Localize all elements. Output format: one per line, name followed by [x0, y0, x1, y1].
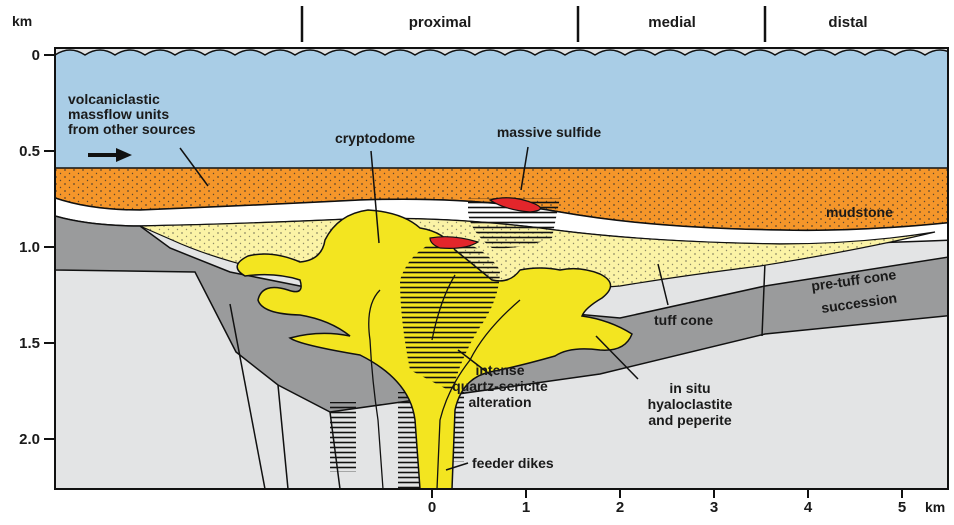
label-hyaloclastite: in situ: [669, 380, 710, 396]
label-volcaniclastic: from other sources: [68, 121, 196, 137]
depth-tick-label: 1.5: [19, 335, 40, 352]
label-volcaniclastic: massflow units: [68, 106, 169, 122]
depth-tick-label: 2.0: [19, 431, 40, 448]
depth-axis-ticks: [44, 55, 55, 439]
distance-axis-ticks: [432, 489, 902, 498]
depth-tick-label: 1.0: [19, 239, 40, 256]
zone-label-medial: medial: [648, 14, 696, 31]
distance-unit-label: km: [925, 499, 945, 515]
label-tuff-cone: tuff cone: [654, 312, 713, 328]
label-hyaloclastite: hyaloclastite: [648, 396, 733, 412]
label-feeder-dikes: feeder dikes: [472, 455, 554, 471]
label-alteration: intense: [475, 362, 524, 378]
label-mudstone: mudstone: [826, 204, 893, 220]
distance-tick-label: 0: [428, 499, 436, 516]
distance-tick-label: 5: [898, 499, 906, 516]
distance-tick-label: 4: [804, 499, 813, 516]
distance-tick-label: 3: [710, 499, 718, 516]
depth-tick-label: 0.5: [19, 143, 40, 160]
distance-tick-label: 2: [616, 499, 624, 516]
sea-water: [55, 50, 954, 170]
label-hyaloclastite: and peperite: [648, 412, 731, 428]
label-cryptodome: cryptodome: [335, 130, 415, 146]
label-alteration: quartz-sericite: [452, 378, 548, 394]
depth-tick-label: 0: [32, 47, 40, 64]
depth-unit-label: km: [12, 13, 32, 29]
distance-tick-label: 1: [522, 499, 530, 516]
label-volcaniclastic: volcaniclastic: [68, 91, 160, 107]
zone-label-proximal: proximal: [409, 14, 472, 31]
label-massive-sulfide: massive sulfide: [497, 124, 601, 140]
zone-label-distal: distal: [828, 14, 867, 31]
label-alteration: alteration: [468, 394, 531, 410]
section-body: [55, 48, 954, 489]
